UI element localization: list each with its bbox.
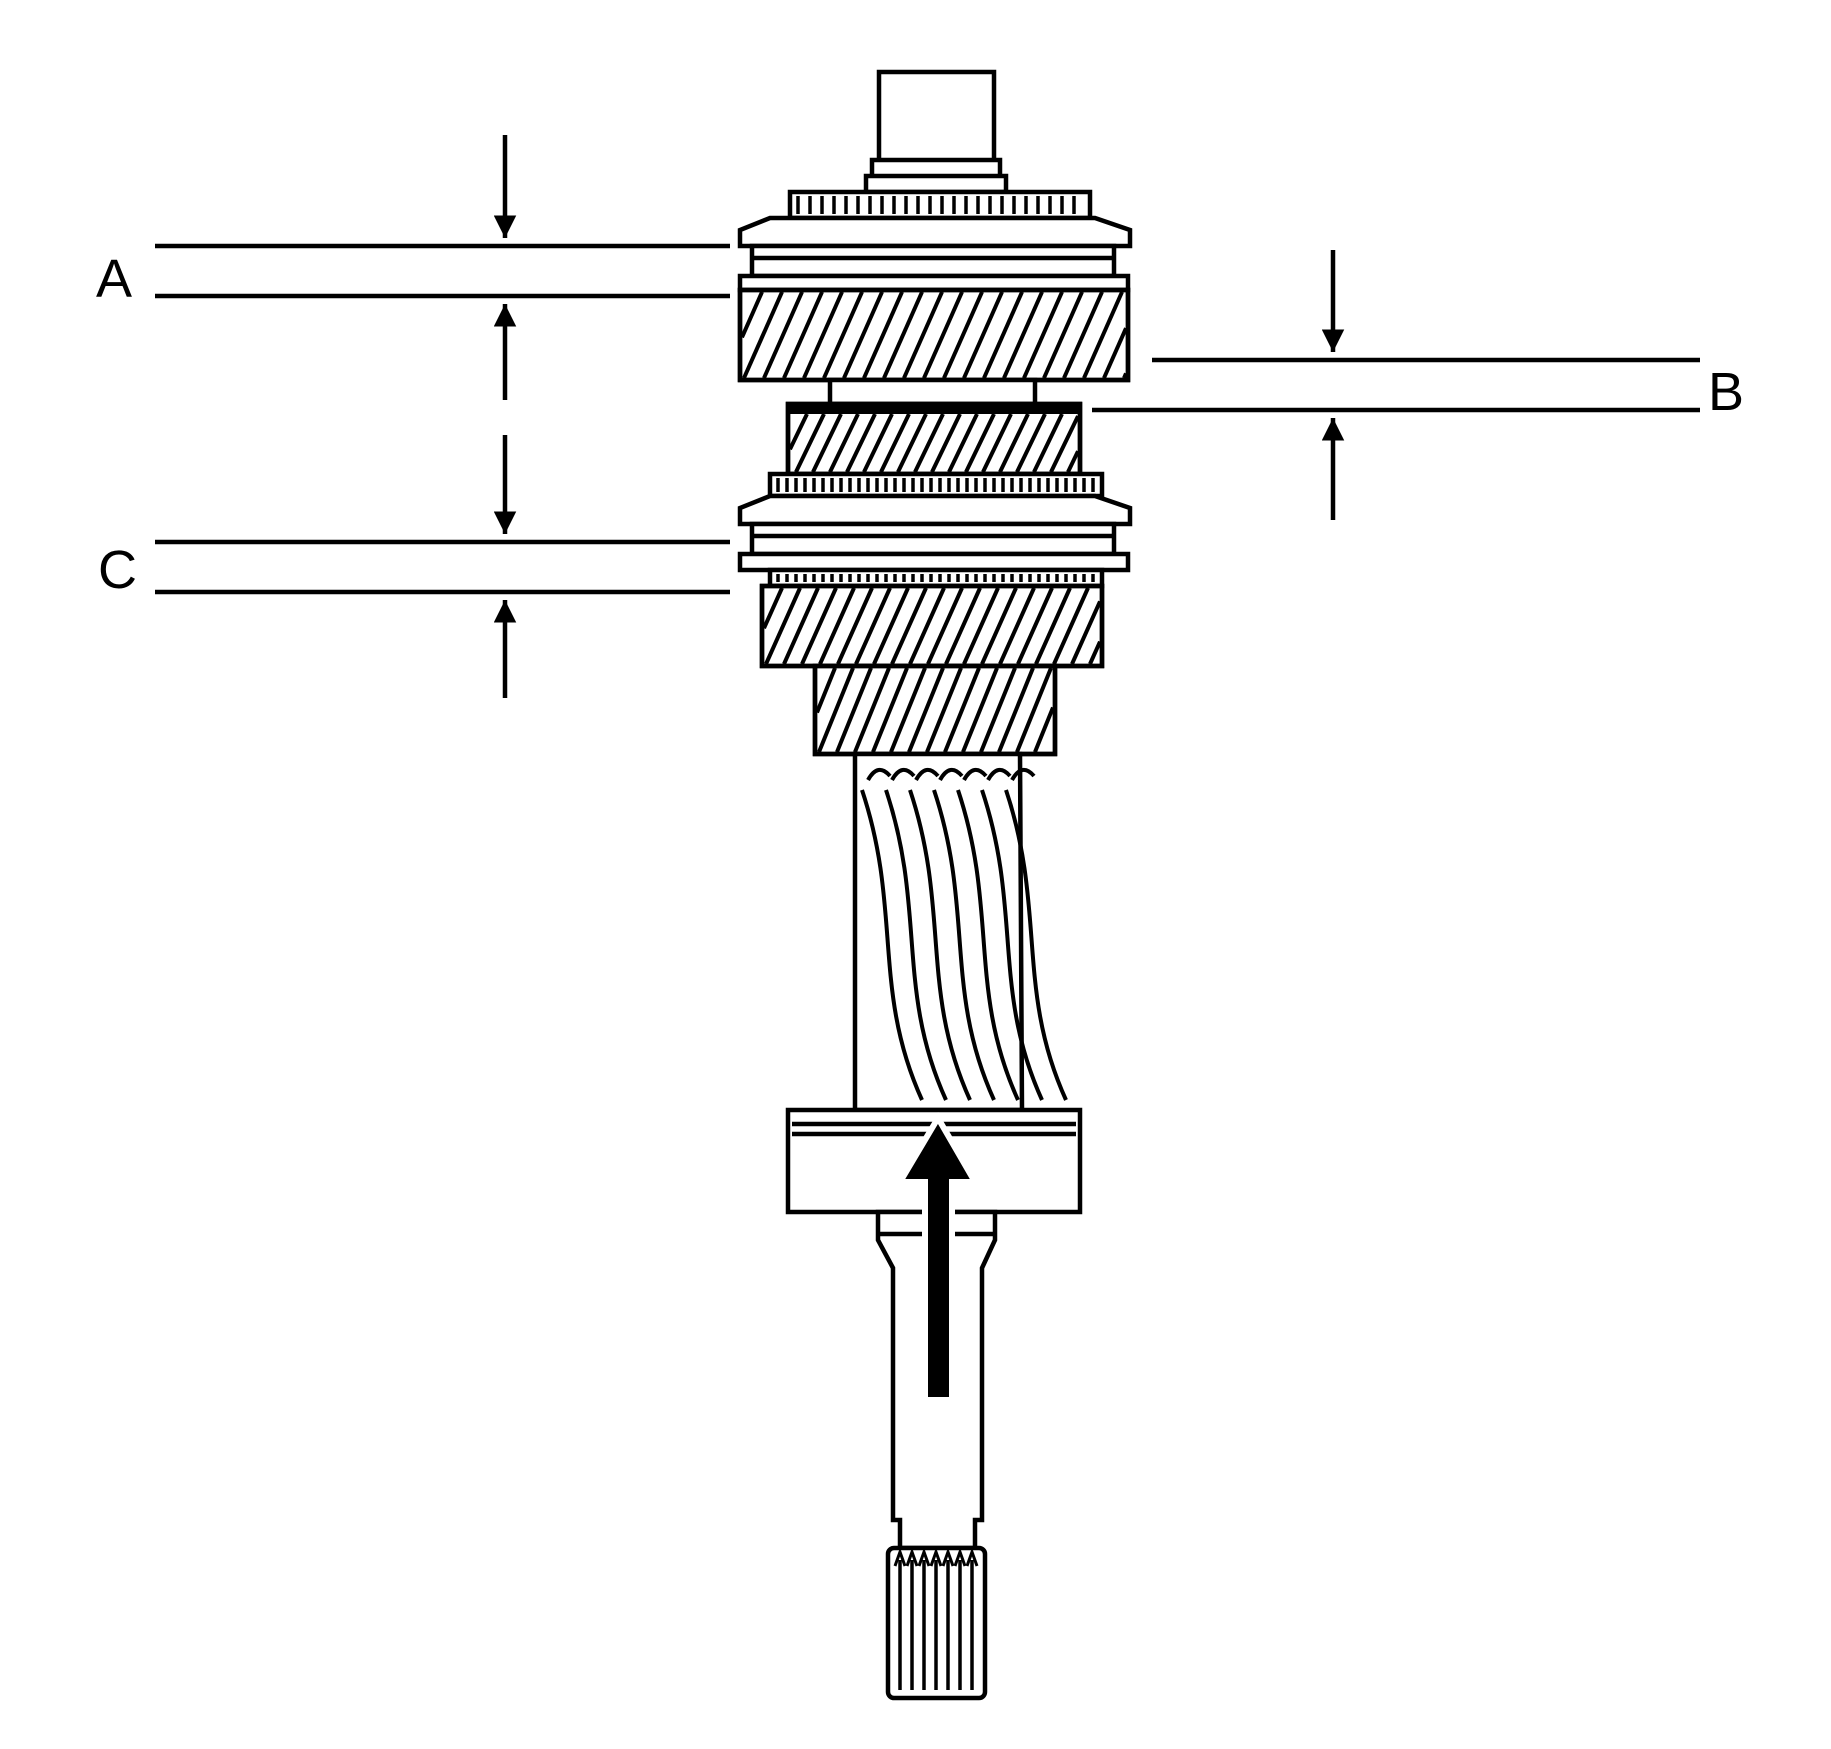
middle-helical-gear — [785, 401, 1083, 477]
helical-worm-section — [852, 751, 1068, 1113]
dimension-b: B — [1092, 250, 1744, 520]
label-a: A — [96, 249, 132, 309]
small-helical-gear — [812, 663, 1058, 757]
upper-synchronizer-ring — [737, 189, 1133, 293]
upper-helical-gear — [737, 287, 1131, 383]
dimension-c: C — [98, 435, 730, 698]
label-c: C — [98, 540, 137, 600]
splined-shaft-end — [885, 1545, 988, 1701]
lower-helical-gear — [759, 583, 1105, 669]
press-direction-arrow — [894, 1112, 981, 1403]
label-b: B — [1708, 362, 1744, 422]
middle-synchronizer-ring — [737, 471, 1133, 589]
dimension-a: A — [96, 135, 730, 400]
pilot-stub — [863, 69, 1009, 195]
gear-hub-spacer — [827, 377, 1038, 407]
